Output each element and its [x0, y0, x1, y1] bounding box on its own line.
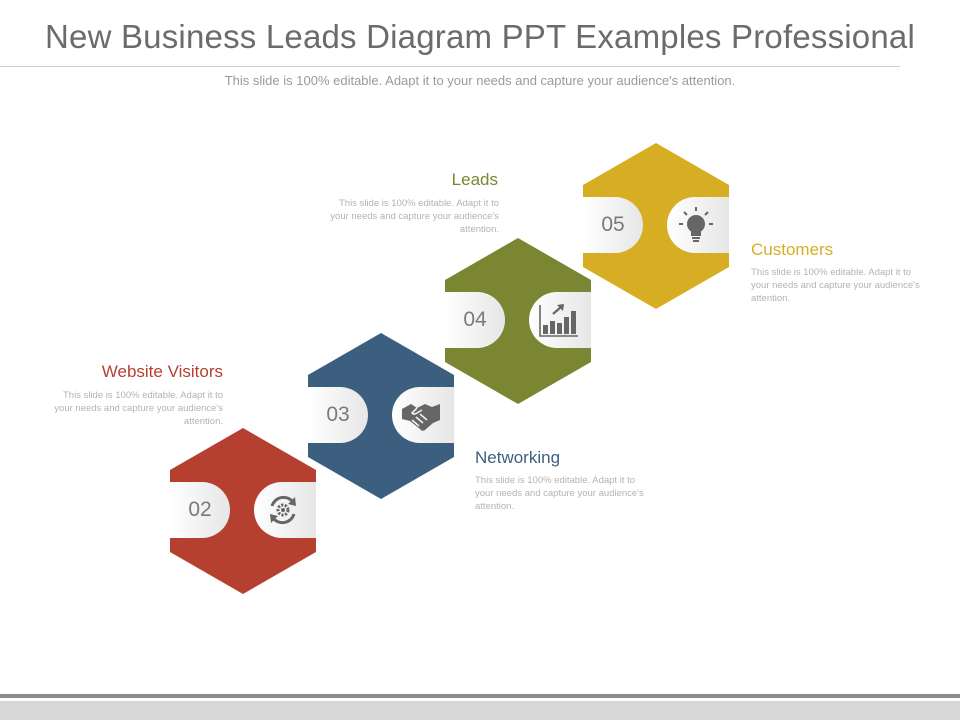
step-02-hexagon: 02 [170, 428, 316, 594]
handshake-icon [398, 392, 444, 438]
step-04-shape [445, 238, 591, 404]
step-05-shape [583, 143, 729, 309]
step-04-label: Leads [451, 170, 498, 189]
step-02-description: This slide is 100% editable. Adapt it to… [54, 390, 223, 427]
step-03-description: This slide is 100% editable. Adapt it to… [475, 475, 644, 512]
footer-band [0, 701, 960, 720]
step-04-hexagon: 04 [445, 238, 591, 404]
title-divider [0, 66, 900, 67]
step-number: 02 [188, 498, 212, 521]
step-05-hexagon: 05 [583, 143, 729, 309]
step-04-description: This slide is 100% editable. Adapt it to… [330, 198, 499, 235]
step-number: 03 [326, 403, 350, 426]
step-05-description: This slide is 100% editable. Adapt it to… [751, 267, 920, 304]
step-number: 05 [601, 213, 625, 236]
step-05-label: Customers [751, 240, 834, 259]
slide-title: New Business Leads Diagram PPT Examples … [44, 18, 915, 55]
footer-divider [0, 694, 960, 698]
bar-chart-icon [535, 297, 581, 343]
step-03-hexagon: 03 [308, 333, 454, 499]
refresh-gear-icon [260, 487, 306, 533]
step-02-shape [170, 428, 316, 594]
lightbulb-icon [673, 202, 719, 248]
step-number: 04 [463, 308, 487, 331]
step-03-label: Networking [475, 448, 561, 467]
slide-subtitle: This slide is 100% editable. Adapt it to… [224, 73, 736, 88]
step-02-label: Website Visitors [101, 362, 223, 381]
